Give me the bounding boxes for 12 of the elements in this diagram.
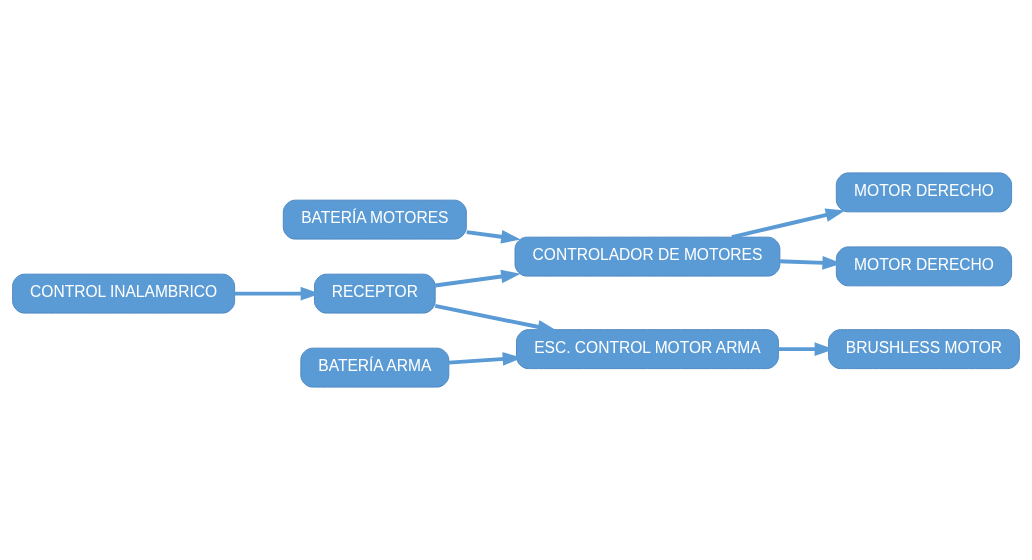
node-box: MOTOR DERECHO <box>835 246 1013 287</box>
node-box: BATERÍA MOTORES <box>282 199 467 240</box>
node-box: CONTROL INALAMBRICO <box>12 273 236 314</box>
node-box: BATERÍA ARMA <box>300 347 450 388</box>
node-box: BRUSHLESS MOTOR <box>828 329 1020 370</box>
arrow <box>434 269 521 288</box>
node-box: CONTROLADOR DE MOTORES <box>514 236 781 277</box>
arrow <box>466 230 521 244</box>
node-box: ESC. CONTROL MOTOR ARMA <box>516 329 779 370</box>
node-box: MOTOR DERECHO <box>835 172 1013 213</box>
arrow <box>731 208 846 239</box>
node-box: RECEPTOR <box>313 273 436 314</box>
